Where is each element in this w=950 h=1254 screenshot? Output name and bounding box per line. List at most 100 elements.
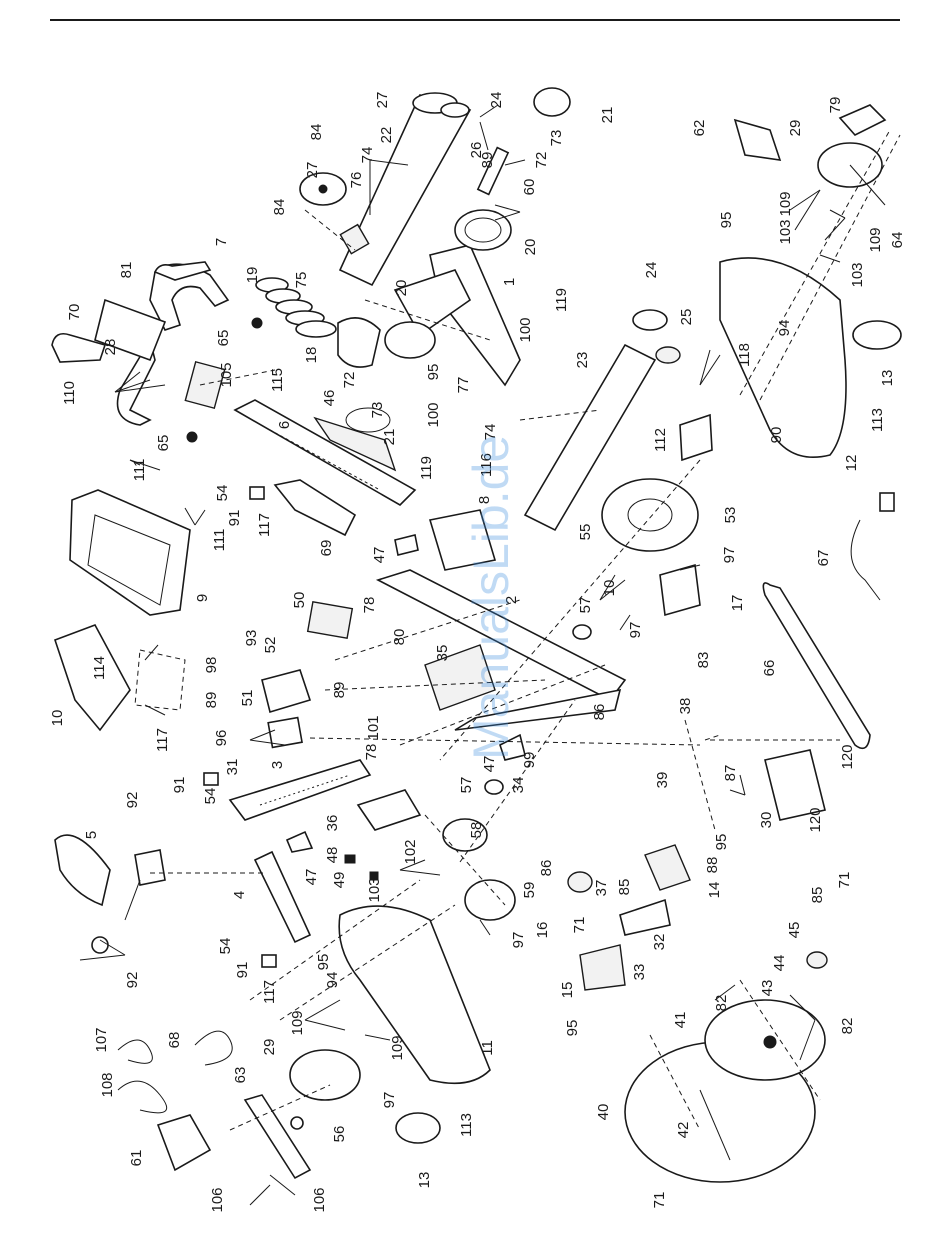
callout-c49: 49	[331, 872, 348, 889]
part-pedal-14	[644, 844, 691, 891]
callout-c105: 105	[218, 362, 235, 387]
callout-c54c: 54	[217, 938, 234, 955]
callout-c71b: 71	[571, 917, 588, 934]
callout-c91c: 91	[234, 962, 251, 979]
callout-c116: 116	[478, 453, 495, 477]
callout-c37: 37	[593, 880, 610, 897]
callout-c109b: 109	[867, 227, 884, 252]
callout-c10b: 10	[601, 580, 618, 597]
callout-c80: 80	[391, 629, 408, 646]
callout-c46: 46	[321, 390, 338, 407]
callout-c50: 50	[291, 592, 308, 609]
callout-c99: 99	[521, 752, 538, 769]
callout-c107: 107	[93, 1027, 110, 1052]
callout-c84b: 84	[271, 199, 288, 216]
assembly-guide-lines	[150, 129, 901, 1131]
callout-c71: 71	[836, 872, 853, 889]
part-seat-post-4	[253, 850, 312, 944]
part-housing-left-11	[338, 905, 491, 1085]
callout-c13b: 13	[416, 1172, 433, 1189]
callout-c114: 114	[91, 656, 108, 680]
callout-c73: 73	[369, 402, 386, 419]
part-console-9	[69, 489, 191, 616]
callout-c81: 81	[118, 262, 135, 279]
part-housing-right-12	[719, 257, 847, 459]
part-spring-45	[806, 951, 828, 969]
callout-c27b: 27	[304, 162, 321, 179]
part-shroud-18	[337, 317, 381, 368]
part-latch-47-top	[394, 534, 419, 556]
callout-c38: 38	[677, 698, 694, 715]
callout-c68: 68	[166, 1032, 183, 1049]
callout-c61: 61	[128, 1150, 145, 1167]
callout-c103b: 103	[849, 262, 866, 287]
callout-c72b: 72	[533, 152, 550, 169]
callout-c27: 27	[374, 92, 391, 109]
callout-c72: 72	[341, 372, 358, 389]
part-disc-20-upper-inner	[464, 217, 502, 243]
part-axle-60	[476, 146, 510, 196]
callout-c84: 84	[308, 124, 325, 141]
callout-c58: 58	[468, 822, 485, 839]
part-disc-20-mid	[384, 321, 436, 359]
callout-c91b: 91	[171, 777, 188, 794]
callout-c86: 86	[591, 704, 608, 721]
callout-c85: 85	[809, 887, 826, 904]
callout-c74b: 74	[359, 147, 376, 164]
callout-c29b: 29	[261, 1039, 278, 1056]
callout-c89: 89	[479, 152, 496, 169]
callout-c111b: 111	[211, 529, 228, 552]
part-seat-slider-3	[228, 759, 372, 821]
callout-c24: 24	[488, 92, 505, 109]
part-disc-27-hub	[318, 184, 328, 194]
part-grip-70	[51, 332, 107, 363]
callout-c4: 4	[231, 891, 248, 899]
callout-c7: 7	[213, 238, 230, 246]
part-belt-66	[762, 582, 871, 750]
part-pulley-cover-16	[464, 879, 516, 921]
callout-c97c: 97	[510, 932, 527, 949]
callout-c5: 5	[83, 831, 100, 839]
callout-c110: 110	[61, 381, 78, 405]
callout-c24b: 24	[643, 262, 660, 279]
part-bracket-76	[339, 223, 370, 255]
callout-c92: 92	[124, 792, 141, 809]
callout-c64: 64	[889, 232, 906, 249]
part-ring-13-left	[395, 1112, 441, 1144]
callout-c10: 10	[49, 710, 66, 727]
callout-c14: 14	[706, 882, 723, 899]
part-knob-65-upper	[251, 317, 263, 329]
part-bracket-50	[306, 600, 354, 640]
callout-c47c: 47	[303, 869, 320, 886]
callout-c3: 3	[269, 761, 286, 769]
callout-c112: 112	[652, 428, 669, 452]
part-side-cover-10	[53, 624, 131, 732]
part-seat-5	[54, 834, 111, 907]
callout-c100b: 100	[425, 402, 442, 427]
callout-c87: 87	[722, 765, 739, 782]
callout-c109: 109	[777, 191, 794, 216]
callout-c79: 79	[827, 97, 844, 114]
callout-c119b: 119	[418, 456, 435, 480]
part-crank-29-left	[289, 1049, 361, 1101]
callout-c56: 56	[331, 1126, 348, 1143]
part-end-cap-24	[440, 102, 470, 118]
callout-c53: 53	[722, 507, 739, 524]
callout-c76: 76	[348, 172, 365, 189]
callout-c97: 97	[721, 547, 738, 564]
callout-c40: 40	[595, 1104, 612, 1121]
callout-c20: 20	[393, 280, 410, 297]
callout-c113: 113	[869, 408, 886, 432]
callout-c41: 41	[672, 1012, 689, 1029]
part-flywheel-53-inner	[627, 498, 673, 532]
callout-c59: 59	[521, 882, 538, 899]
part-bracket-31	[267, 716, 303, 749]
callout-c33: 33	[631, 964, 648, 981]
part-cover-36	[356, 789, 422, 831]
callout-c106: 106	[209, 1187, 226, 1212]
callout-c20b: 20	[522, 239, 539, 256]
callout-c78: 78	[361, 597, 378, 614]
part-clip-49	[369, 871, 379, 881]
part-plate-91-a	[249, 486, 265, 500]
